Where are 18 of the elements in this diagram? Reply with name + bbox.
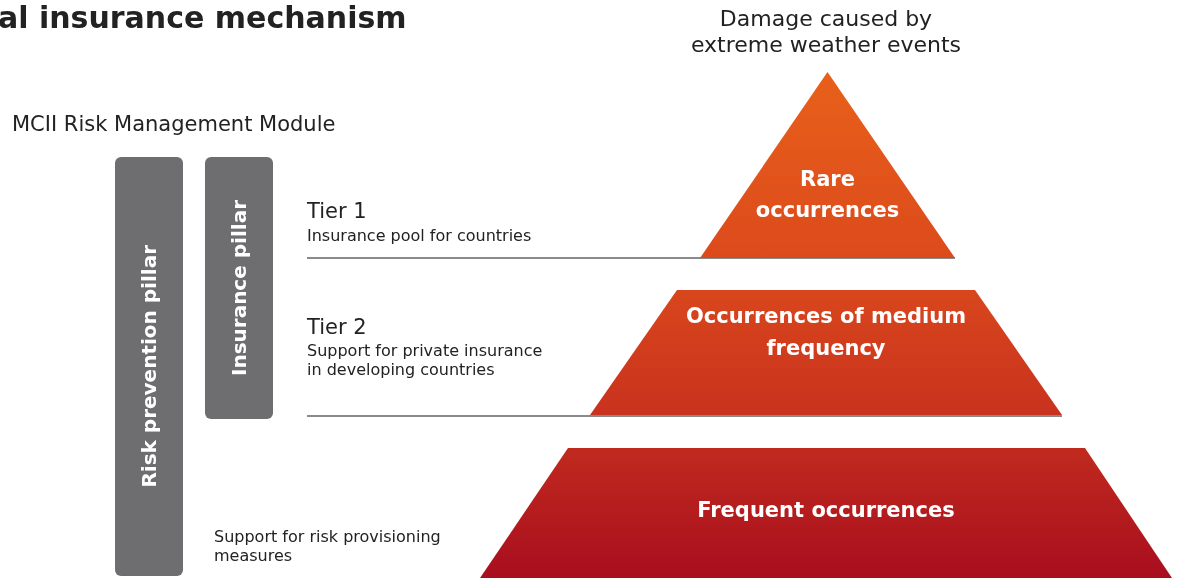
pyramid-section: [700, 72, 955, 258]
pyramid-section: [480, 448, 1172, 578]
pillar-label: Insurance pillar: [227, 199, 251, 376]
tier-heading: Tier 1: [307, 199, 368, 225]
diagram-title: al insurance mechanism: [0, 0, 407, 35]
pillar-bar: [115, 157, 183, 576]
pyramid-section: [590, 290, 1062, 415]
tier-label: Frequent occurrences: [697, 497, 955, 525]
pillar-bar: [205, 157, 273, 419]
tier-description: Insurance pool for countries: [307, 226, 533, 246]
module-heading: MCII Risk Management Module: [12, 112, 337, 138]
tier-description: Support for private insurance in developing countries: [307, 341, 544, 380]
tier-heading: Tier 2: [307, 315, 368, 341]
pillar-label: Risk prevention pillar: [137, 245, 161, 488]
tier-label: Rare occurrences: [754, 165, 901, 224]
tier-label: Occurrences of medium frequency: [684, 303, 968, 362]
pillar-description: Support for risk provisioning measures: [214, 527, 442, 566]
caption-text: Damage caused by extreme weather events: [689, 6, 963, 59]
